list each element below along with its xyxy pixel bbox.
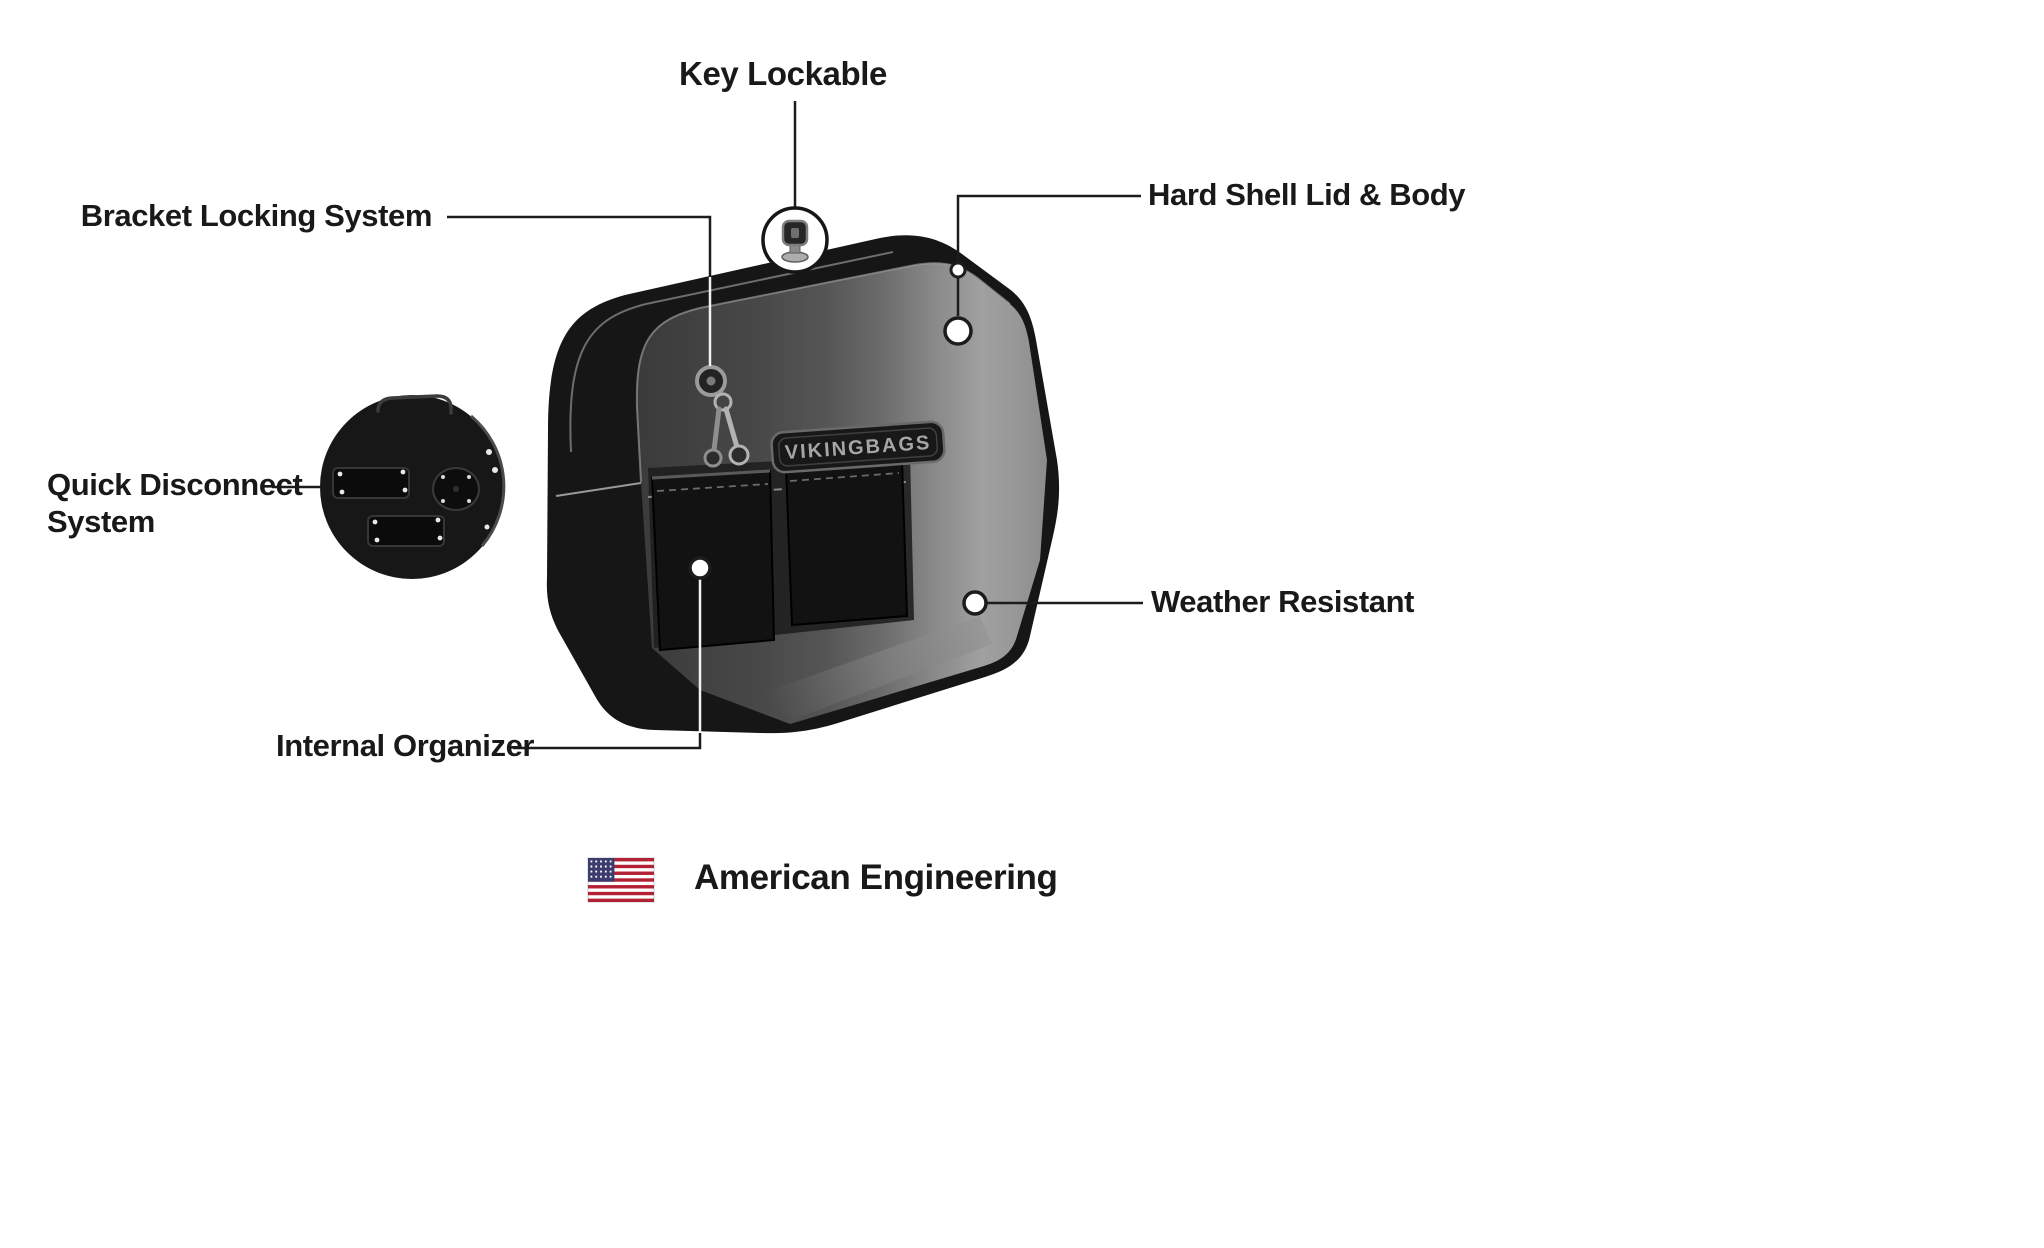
lock-and-keys <box>695 365 750 468</box>
key-lock-icon <box>761 206 829 274</box>
callout-weather-resistant: Weather Resistant <box>1151 584 1415 619</box>
callout-internal-organizer: Internal Organizer <box>276 728 535 763</box>
organizer-pocket-right <box>784 458 909 627</box>
front-seam <box>555 482 642 497</box>
us-flag-icon <box>587 857 655 903</box>
bracket-locking-line <box>447 215 712 277</box>
organizer-pocket-left <box>650 469 776 652</box>
internal-organizer-marker <box>688 556 712 580</box>
lid-outer-edge <box>569 251 894 453</box>
callout-quick-disconnect-system: Quick Disconnect System <box>47 466 303 540</box>
callout-markers <box>688 261 988 616</box>
american-engineering-text: American Engineering <box>694 858 1058 897</box>
weather-resistant-marker <box>962 590 988 616</box>
callout-hard-shell-lid-body: Hard Shell Lid & Body <box>1148 177 1466 212</box>
saddlebag-illustration: VIKINGBAGS <box>546 235 1060 734</box>
quick-disconnect-line1: Quick Disconnect <box>47 467 303 502</box>
quick-disconnect-line2: System <box>47 504 155 539</box>
callout-key-lockable: Key Lockable <box>679 55 887 92</box>
rear-bracket-detail <box>320 394 506 579</box>
brand-badge: VIKINGBAGS <box>770 420 946 474</box>
hard-shell-edge-marker <box>949 261 967 279</box>
hard-shell-marker <box>943 316 973 346</box>
internal-organizer-line <box>513 733 702 750</box>
callout-bracket-locking-system: Bracket Locking System <box>80 198 433 233</box>
interior-floor <box>760 616 992 720</box>
